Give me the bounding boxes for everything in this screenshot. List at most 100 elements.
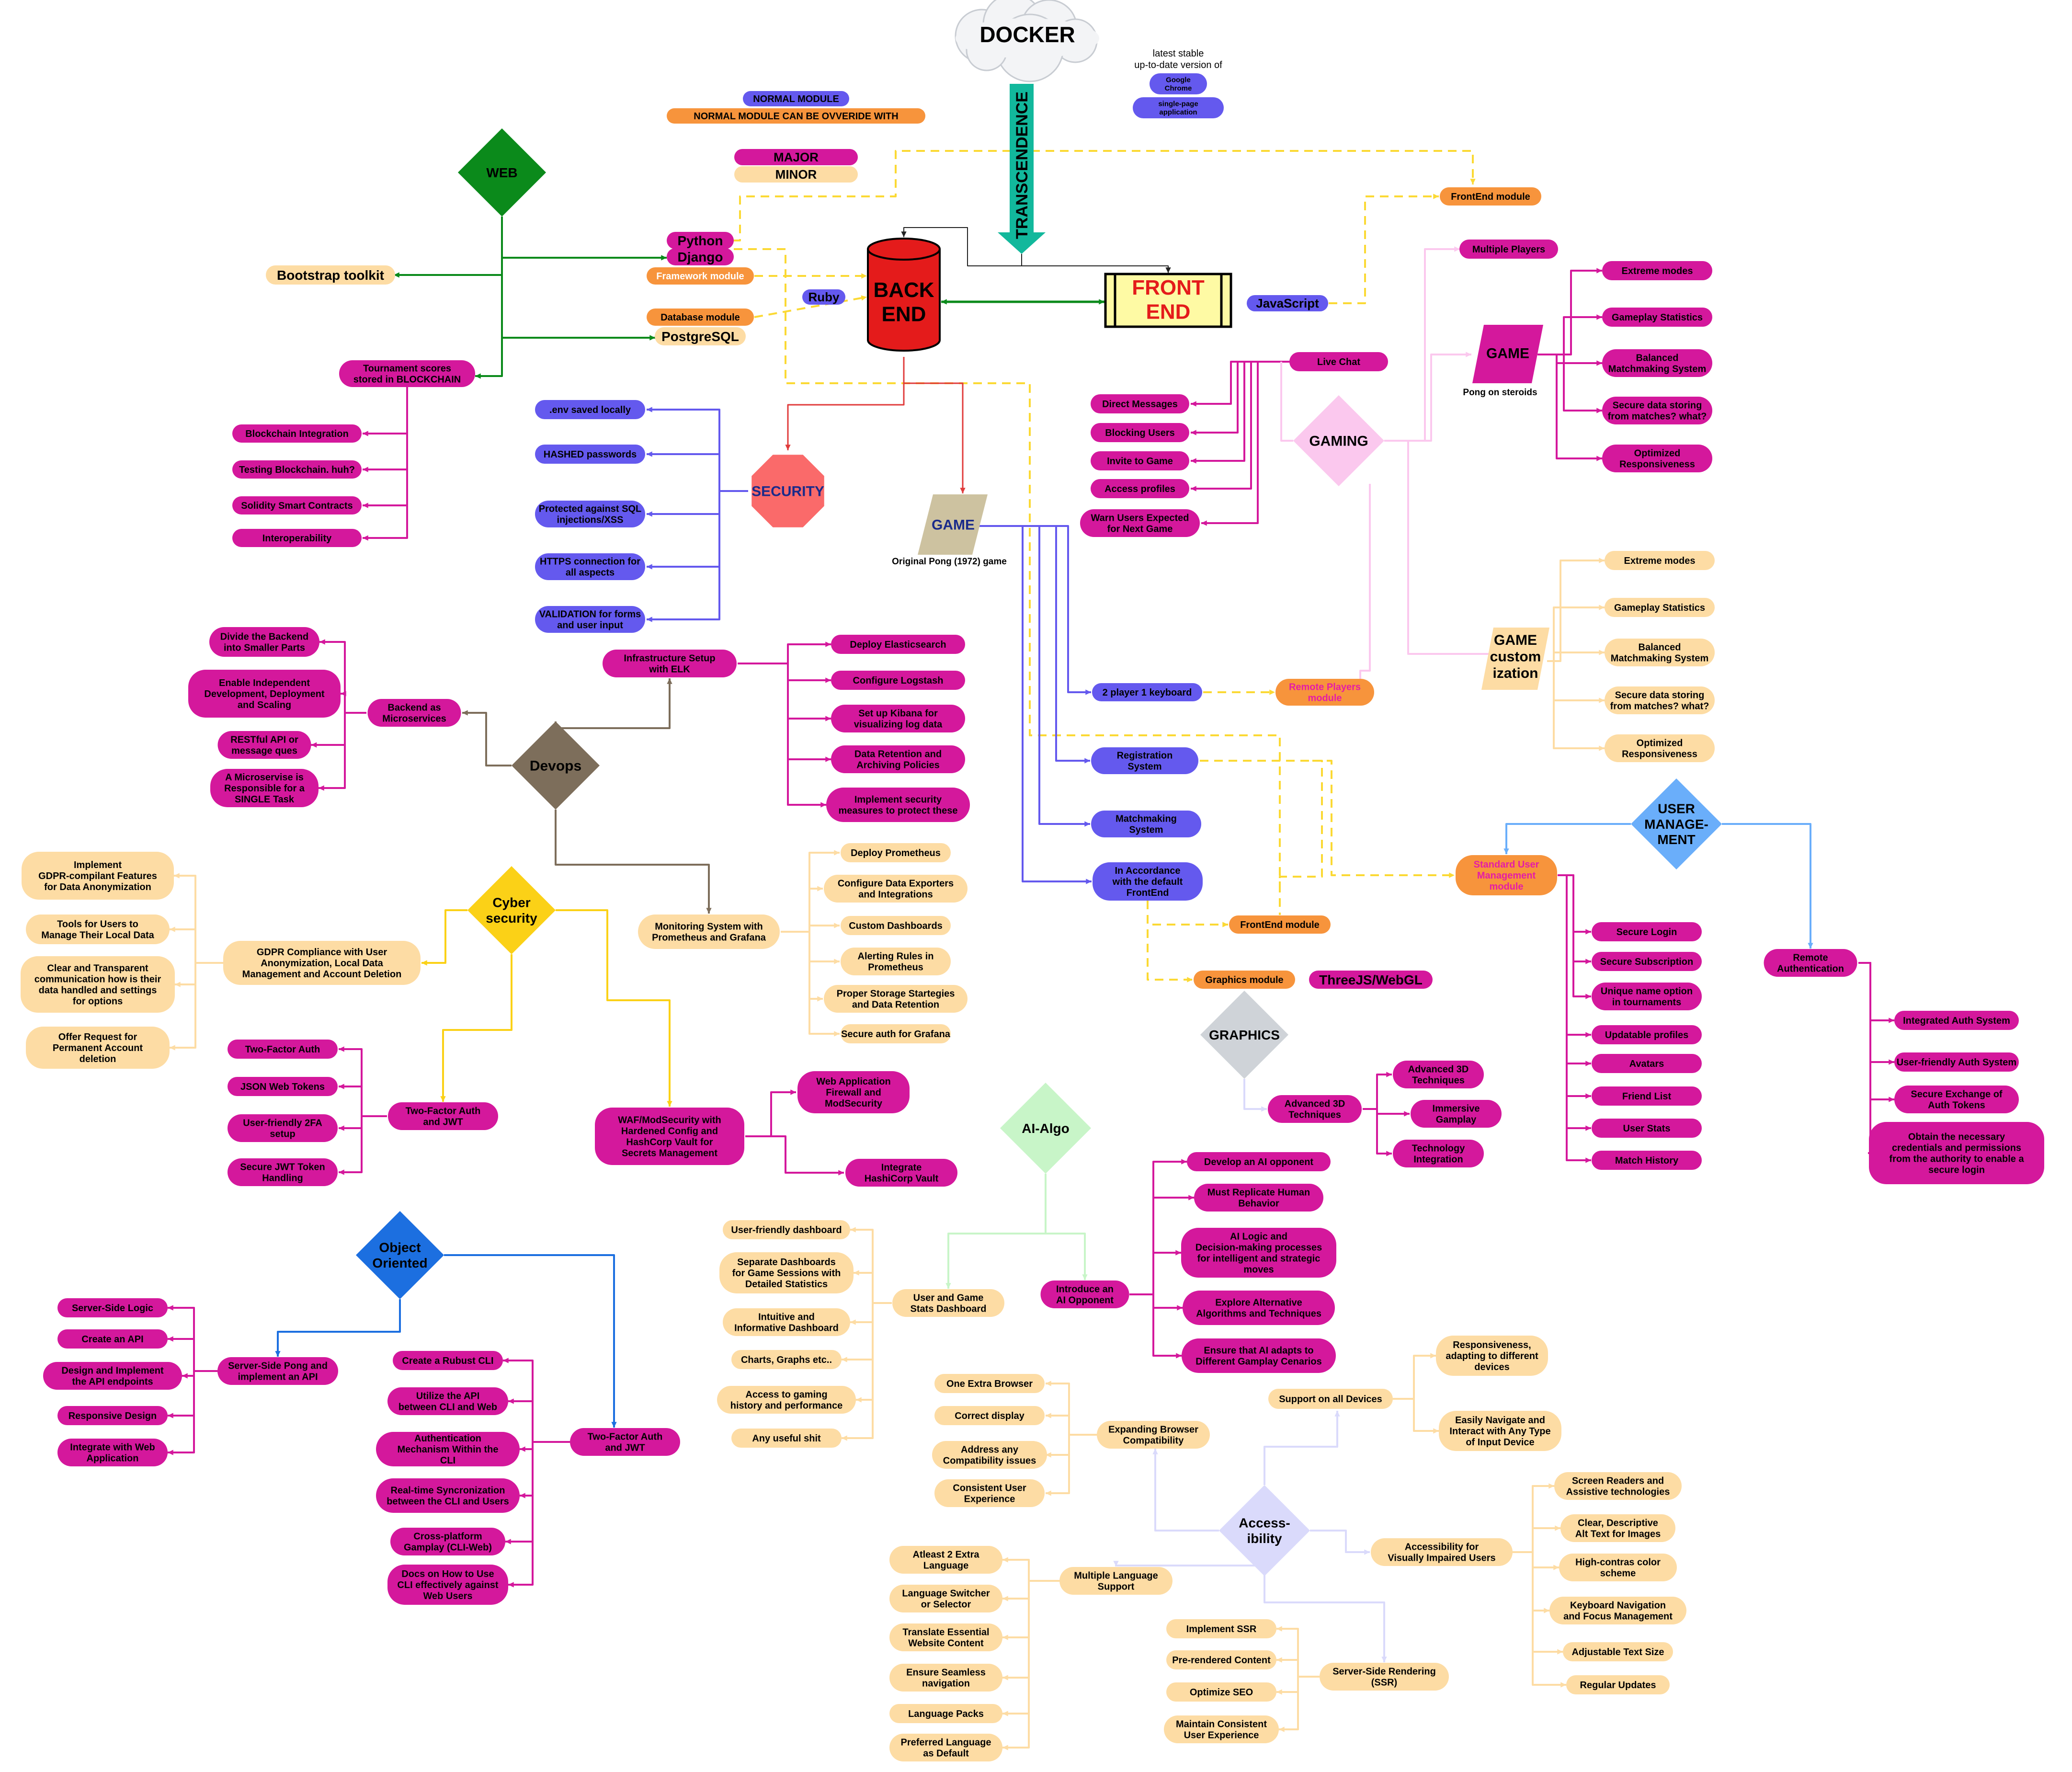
micro-item-0-shape (209, 627, 319, 657)
arrow-head (941, 299, 947, 305)
ssp-item-3: Responsive Design (57, 1406, 168, 1425)
branch-connector (738, 663, 831, 681)
arrow-head (1553, 1565, 1559, 1570)
micro-item-2-shape (217, 731, 311, 759)
ssp-item-0-label: Server-Side Logic (72, 1303, 153, 1314)
visual-item-1-shape (1560, 1514, 1675, 1542)
user-mgmt-to-remote (1722, 823, 1811, 949)
arrow-head (1808, 943, 1813, 949)
graphics-diamond-label: GRAPHICS (1209, 1028, 1280, 1042)
branch-connector (850, 1229, 892, 1304)
gaming-diamond-label: GAMING (1309, 434, 1368, 449)
user-mgmt-branch (1558, 874, 1591, 997)
elk-item-0-label: Deploy Elasticsearch (850, 640, 946, 650)
custom-item-1: Gameplay Statistics (1605, 598, 1715, 617)
devices-item-1-shape (1439, 1411, 1561, 1451)
game2-branch (1537, 316, 1602, 355)
arrow-head (1113, 1561, 1119, 1566)
arrow-head (168, 1413, 173, 1418)
oo-diamond-shape (356, 1211, 444, 1299)
ai-opponent-shape (1040, 1280, 1129, 1308)
chat-item-0-shape (1091, 394, 1189, 413)
blockchain-item-1-shape (232, 460, 362, 479)
ai-stats-item-0: User-friendly dashboard (723, 1220, 850, 1239)
tournament-blockchain-shape (339, 360, 475, 387)
arrow-head (1002, 1557, 1008, 1563)
ai-diamond-shape (1000, 1083, 1091, 1174)
branch-connector (738, 663, 831, 720)
branch-connector (1129, 1293, 1182, 1357)
ai-stats-item-3: Charts, Graphs etc.. (731, 1350, 842, 1369)
transcendence-to-frontend (1022, 265, 1169, 273)
branch-connector (508, 1441, 570, 1586)
oo-twofa-item-3-shape (376, 1478, 520, 1513)
javascript-badge-shape (1247, 295, 1328, 311)
web-diamond-shape (458, 128, 546, 217)
ssp-item-0-shape (57, 1298, 168, 1317)
javascript-badge: JavaScript (1247, 295, 1328, 311)
gaming-to-custom (1384, 440, 1490, 655)
user-mgmt-item-6: User Stats (1592, 1119, 1702, 1138)
ssr-item-2-label: Optimize SEO (1190, 1687, 1253, 1698)
arrow-head (319, 639, 325, 645)
legend-major-shape (734, 149, 858, 165)
security-item-1-shape (535, 445, 645, 464)
oo-twofa-item-4-shape (390, 1528, 505, 1555)
postgresql-badge-shape (655, 327, 746, 345)
legend-major: MAJOR (734, 149, 858, 165)
ssr-item-2-shape (1166, 1682, 1276, 1702)
frontend-module-top-shape (1440, 187, 1541, 206)
support-devices-label: Support on all Devices (1279, 1394, 1382, 1405)
user-mgmt-item-6-label: User Stats (1623, 1123, 1671, 1134)
arrow-head (520, 1493, 525, 1498)
security-item-4-shape (535, 606, 645, 633)
game-parallelogram-shape (918, 494, 988, 555)
game2-item-2-shape (1602, 349, 1712, 377)
server-side-pong-shape (217, 1357, 338, 1385)
backend-to-game-frontend-dashed (734, 248, 1281, 896)
game-item-0-shape (1092, 683, 1202, 701)
branch-connector (520, 1441, 570, 1450)
bootstrap-toolkit-shape (266, 265, 395, 285)
default-to-frontend-module (1147, 901, 1228, 926)
branch-connector (781, 931, 840, 1035)
ai-opponent-item-0-label: Develop an AI opponent (1204, 1157, 1313, 1167)
bootstrap-toolkit: Bootstrap toolkit (266, 265, 395, 285)
arrow-head (1548, 1483, 1554, 1489)
branch-connector (1513, 1551, 1559, 1568)
cyber-twofa-item-0-label: Two-Factor Auth (245, 1044, 320, 1055)
branch-connector (339, 1115, 387, 1173)
arrow-head (363, 467, 368, 472)
arrow-head (1046, 1381, 1051, 1386)
backend-to-game (903, 357, 964, 493)
browser-item-2-shape (932, 1441, 1047, 1469)
ssr-item-1: Pre-rendered Content (1166, 1650, 1276, 1669)
game-subtitle: Original Pong (1972) game (892, 557, 1007, 567)
postgresql-badge: PostgreSQL (655, 327, 746, 345)
ssp-item-2-shape (43, 1362, 182, 1390)
arrow-head (842, 1435, 847, 1441)
postgresql-badge-label: PostgreSQL (661, 329, 739, 344)
gaming-diamond: GAMING (1293, 395, 1384, 486)
